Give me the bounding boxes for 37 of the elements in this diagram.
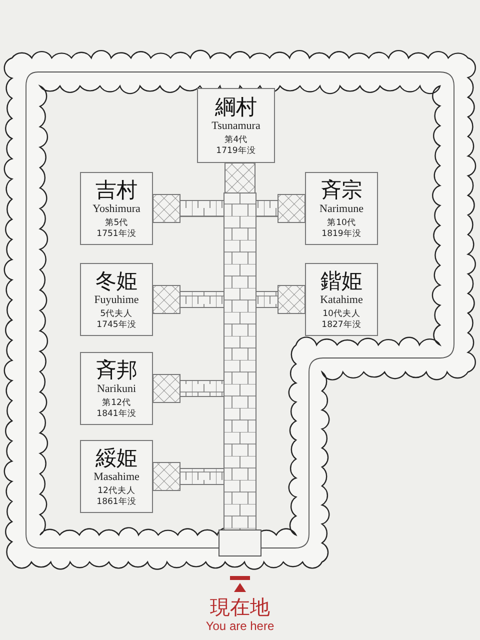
romanized-name: Fuyuhime xyxy=(94,292,139,306)
name-text: 冬姫 xyxy=(96,268,138,292)
name-text: 斉宗 xyxy=(320,178,362,202)
name-text: 吉村 xyxy=(96,178,138,202)
location-label: 現在地 xyxy=(210,594,270,621)
generation-text: 第10代 xyxy=(327,218,356,228)
tomb-label-box xyxy=(80,352,153,425)
location-label-english: You are here xyxy=(206,619,274,633)
generation-text: 第5代 xyxy=(104,218,128,228)
generation-text: 第4代 xyxy=(224,134,248,146)
romanized-name: Katahime xyxy=(320,292,363,306)
death-year-text: 1745年没 xyxy=(96,320,136,330)
romanized-name: Narimune xyxy=(320,202,364,216)
generation-text: 10代夫人 xyxy=(322,308,360,320)
tomb-label-box xyxy=(80,172,153,245)
tomb-label-box xyxy=(305,263,378,336)
tomb-label-box xyxy=(80,263,153,336)
tomb-label-box xyxy=(80,440,153,513)
death-year-text: 1819年没 xyxy=(322,228,362,240)
death-year-text: 1827年没 xyxy=(322,320,362,330)
name-text: 綱村 xyxy=(215,94,257,118)
death-year-text: 1719年没 xyxy=(216,146,256,156)
romanized-name: Narikuni xyxy=(96,382,136,396)
generation-text: 12代夫人 xyxy=(98,486,136,496)
tomb-label-box xyxy=(197,88,275,163)
death-year-text: 1861年没 xyxy=(96,496,136,508)
generation-text: 5代夫人 xyxy=(100,308,133,320)
name-text: 斉邦 xyxy=(96,358,138,382)
generation-text: 第12代 xyxy=(102,398,131,408)
tomb-label-box xyxy=(305,172,378,245)
death-year-text: 1751年没 xyxy=(96,228,136,240)
death-year-text: 1841年没 xyxy=(96,408,136,420)
name-text: 鍇姫 xyxy=(320,268,362,292)
romanized-name: Masahime xyxy=(94,470,140,484)
romanized-name: Tsunamura xyxy=(212,118,260,132)
name-text: 綏姫 xyxy=(96,446,138,470)
romanized-name: Yoshimura xyxy=(92,202,140,216)
